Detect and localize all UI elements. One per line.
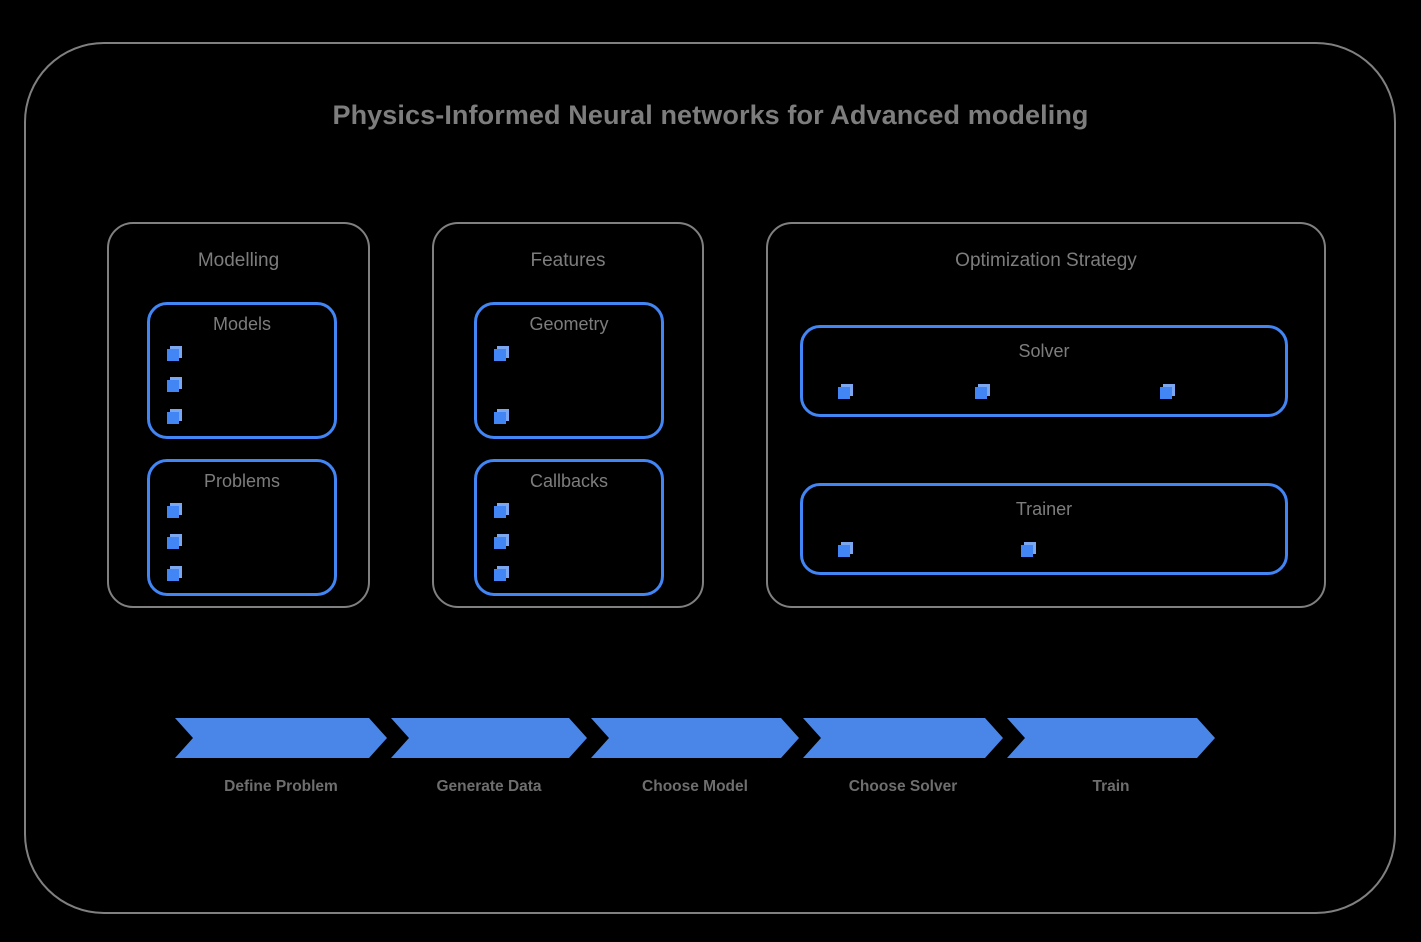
subbox-trainer-label: Trainer <box>1015 499 1073 519</box>
pipeline-step-arrow[interactable] <box>391 718 587 758</box>
bullet-cube-icon <box>167 503 182 518</box>
subbox-solver-label: Solver <box>1018 341 1070 361</box>
group-features-label: Features <box>530 250 606 271</box>
subbox-models: Models <box>147 302 337 439</box>
subbox-problems: Problems <box>147 459 337 596</box>
pipeline-step-label: Choose Solver <box>848 778 958 795</box>
pipeline-step-label: Choose Model <box>642 778 748 795</box>
subbox-problems-label: Problems <box>203 471 281 491</box>
pipeline-step-label: Generate Data <box>436 778 542 795</box>
subbox-trainer: Trainer <box>800 483 1288 575</box>
group-modelling: Modelling Models Problems <box>107 222 370 608</box>
subbox-callbacks-label: Callbacks <box>529 471 609 491</box>
bullet-cube-icon <box>494 534 509 549</box>
pipeline-step-label: Define Problem <box>224 778 338 795</box>
bullet-cube-icon <box>1160 384 1175 399</box>
subbox-geometry-label: Geometry <box>529 314 609 334</box>
group-optimization-strategy-label: Optimization Strategy <box>955 250 1137 271</box>
bullet-cube-icon <box>838 542 853 557</box>
subbox-solver: Solver <box>800 325 1288 417</box>
bullet-cube-icon <box>494 566 509 581</box>
group-optimization-strategy: Optimization Strategy Solver Trainer <box>766 222 1326 608</box>
bullet-cube-icon <box>167 377 182 392</box>
pipeline-step-arrow[interactable] <box>591 718 799 758</box>
bullet-cube-icon <box>494 346 509 361</box>
bullet-cube-icon <box>167 534 182 549</box>
subbox-callbacks: Callbacks <box>474 459 664 596</box>
subbox-geometry: Geometry <box>474 302 664 439</box>
pipeline-step-arrow[interactable] <box>1007 718 1215 758</box>
bullet-cube-icon <box>975 384 990 399</box>
pipeline: Define Problem Generate Data Choose Mode… <box>175 718 1215 795</box>
group-features: Features Geometry Callbacks <box>432 222 704 608</box>
bullet-cube-icon <box>167 566 182 581</box>
pipeline-step-arrow[interactable] <box>803 718 1003 758</box>
bullet-cube-icon <box>1021 542 1036 557</box>
bullet-cube-icon <box>167 409 182 424</box>
bullet-cube-icon <box>494 503 509 518</box>
group-modelling-label: Modelling <box>197 250 280 271</box>
pipeline-step-label: Train <box>1092 778 1130 795</box>
bullet-cube-icon <box>167 346 182 361</box>
page-title: Physics-Informed Neural networks for Adv… <box>332 100 1089 130</box>
bullet-cube-icon <box>838 384 853 399</box>
subbox-models-label: Models <box>212 314 272 334</box>
outer-frame <box>24 42 1396 914</box>
bullet-cube-icon <box>494 409 509 424</box>
pipeline-step-arrow[interactable] <box>175 718 387 758</box>
